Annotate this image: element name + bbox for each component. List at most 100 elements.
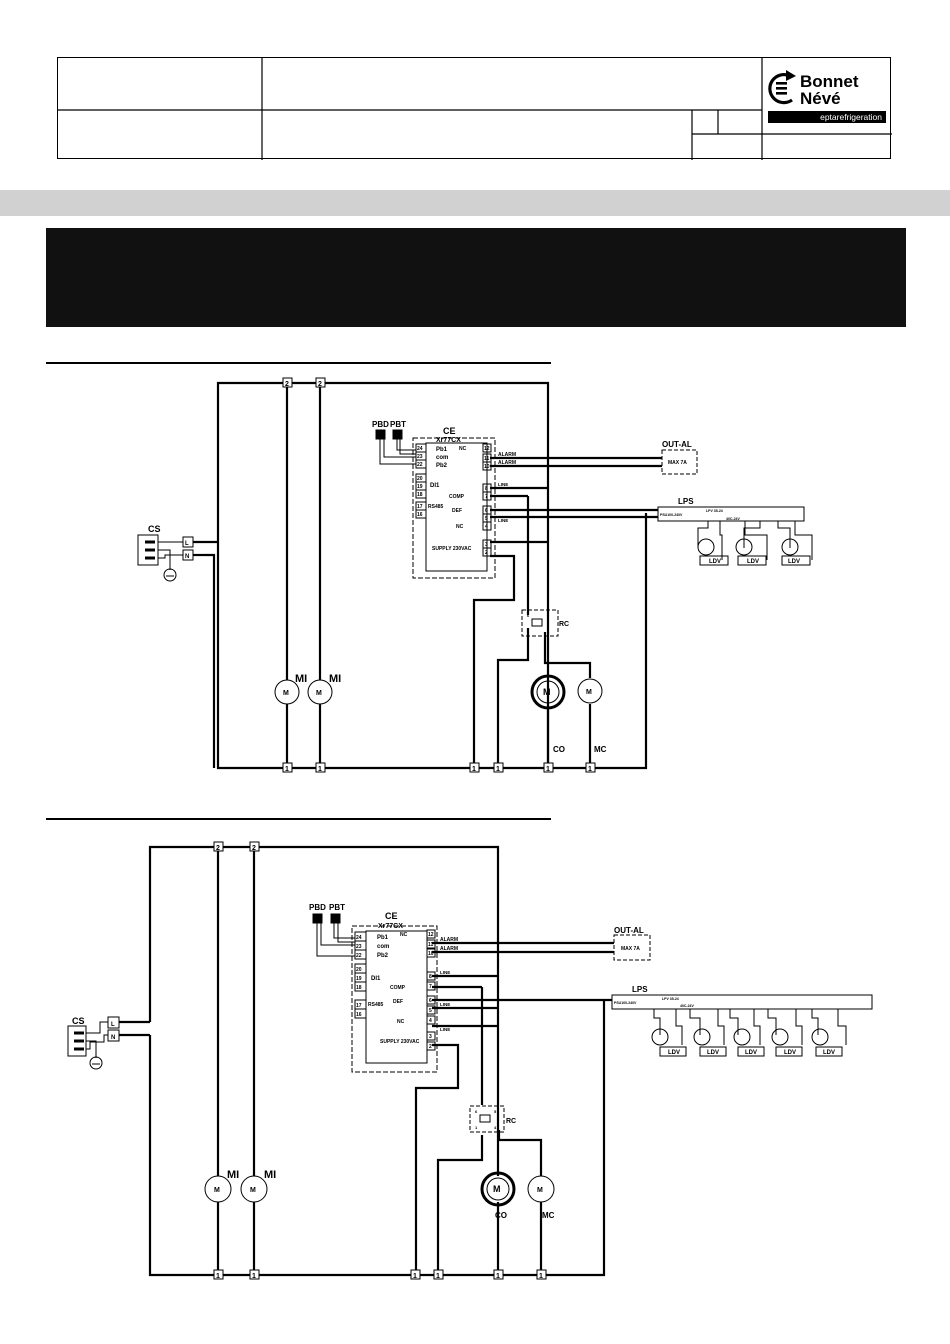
diagram-text: 6 bbox=[485, 508, 488, 514]
section-bar bbox=[0, 190, 950, 216]
diagram-text: 5 bbox=[485, 516, 488, 522]
pbd-label: PBD bbox=[372, 420, 389, 429]
line-label: LINE bbox=[440, 970, 450, 975]
supply-label: SUPPLY 230VAC bbox=[432, 546, 472, 552]
mi-label: MI bbox=[227, 1169, 239, 1181]
terminal-label: 1 bbox=[252, 1273, 256, 1280]
ldv-label: LDV bbox=[823, 1050, 835, 1056]
lps-output: 40C-24V bbox=[680, 1004, 694, 1008]
nc-label: NC bbox=[400, 932, 408, 938]
line-label: LINE bbox=[440, 1002, 450, 1007]
mc-label: MC bbox=[594, 745, 607, 754]
nc-label: NC bbox=[456, 524, 464, 530]
lps-output: 40C-24V bbox=[726, 517, 740, 521]
diagram-text: 2 bbox=[429, 1044, 432, 1050]
wiring-diagram-1: 2 2 1 1 1 1 1 1 CS L N MI MI CE Xr77CX P… bbox=[137, 377, 813, 773]
motor-symbol: M bbox=[214, 1187, 220, 1194]
terminal-label: 1 bbox=[285, 766, 289, 773]
terminal-label: 2 bbox=[318, 381, 322, 388]
com-label: com bbox=[377, 944, 389, 950]
ldv-label: LDV bbox=[745, 1050, 757, 1056]
line-l-label: L bbox=[185, 541, 189, 547]
diagram-text: 17 bbox=[417, 504, 423, 510]
terminal-label: 2 bbox=[252, 845, 256, 852]
nc-label: NC bbox=[459, 446, 467, 452]
diagram-text: 19 bbox=[417, 484, 423, 490]
line-label: LINE bbox=[498, 518, 508, 523]
diagram-text: 22 bbox=[417, 462, 423, 468]
diagram-text: 3 bbox=[485, 542, 488, 548]
diagram-text: 19 bbox=[356, 976, 362, 982]
max7a-label: MAX 7A bbox=[621, 946, 640, 952]
diagram-text: 18 bbox=[356, 985, 362, 991]
supply-label: SUPPLY 230VAC bbox=[380, 1039, 420, 1045]
diagram-text: 3 bbox=[429, 1034, 432, 1040]
ldv-label: LDV bbox=[709, 559, 721, 565]
def-label: DEF bbox=[452, 508, 462, 514]
diagram-text: 7 bbox=[429, 984, 432, 990]
diagram-text: 4 bbox=[547, 629, 550, 634]
diagram-text: 20 bbox=[417, 476, 423, 482]
rs485-label: RS485 bbox=[368, 1002, 384, 1008]
ce-model: Xr77CX bbox=[436, 437, 461, 444]
line-n-label: N bbox=[111, 1035, 115, 1041]
terminal-label: 1 bbox=[588, 766, 592, 773]
com-label: com bbox=[436, 455, 448, 461]
alarm-label: ALARM bbox=[440, 946, 458, 952]
line-n-label: N bbox=[185, 554, 189, 560]
diagram-text: 18 bbox=[417, 492, 423, 498]
mi-label: MI bbox=[329, 673, 341, 685]
rc-label: RC bbox=[506, 1118, 516, 1125]
diagram-text: 4 bbox=[494, 1125, 497, 1130]
terminal-label: 1 bbox=[496, 1273, 500, 1280]
diagram-text: 2 bbox=[485, 550, 488, 556]
logo-mark-icon bbox=[768, 70, 796, 105]
di1-label: DI1 bbox=[371, 976, 381, 982]
mc-label: MC bbox=[542, 1211, 555, 1220]
terminal-label: 1 bbox=[546, 766, 550, 773]
diagram-text: 5 bbox=[429, 1008, 432, 1014]
lps-label: LPS bbox=[678, 497, 694, 506]
pbd-label: PBD bbox=[309, 903, 326, 912]
diagram-text: 10 bbox=[484, 464, 490, 470]
motor-symbol: M bbox=[283, 690, 289, 697]
line-label: LINE bbox=[440, 1027, 450, 1032]
motor-symbol: M bbox=[537, 1187, 543, 1194]
terminal-label: 1 bbox=[318, 766, 322, 773]
diagram-text: 12 bbox=[428, 932, 434, 938]
logo-line-2: Névé bbox=[800, 89, 841, 108]
diagram-text: 8 bbox=[485, 486, 488, 492]
pb2-label: Pb2 bbox=[436, 463, 448, 469]
line-l-label: L bbox=[111, 1022, 115, 1028]
def-label: DEF bbox=[393, 999, 403, 1005]
ldv-label: LDV bbox=[668, 1050, 680, 1056]
diagram-text: 6 bbox=[429, 998, 432, 1004]
pbt-label: PBT bbox=[329, 903, 345, 912]
diagram-text: 12 bbox=[484, 446, 490, 452]
terminal-label: 1 bbox=[496, 766, 500, 773]
ce-label: CE bbox=[443, 426, 456, 436]
diagram-1-rule bbox=[46, 362, 551, 364]
diagram-text: 1 bbox=[475, 1125, 478, 1130]
wiring-diagram-2: 2 2 1 1 1 1 1 1 CS L N MI MI CE Xr77CX P… bbox=[67, 841, 873, 1280]
co-label: CO bbox=[495, 1211, 507, 1220]
diagram-text: 6 bbox=[527, 613, 530, 618]
diagram-text: 10 bbox=[428, 951, 434, 957]
diagram-text: 17 bbox=[356, 1003, 362, 1009]
co-label: CO bbox=[553, 745, 565, 754]
diagram-text: 11 bbox=[428, 942, 434, 948]
motor-symbol: M bbox=[316, 690, 322, 697]
diagram-text: 11 bbox=[484, 456, 490, 462]
bonnet-neve-logo: Bonnet Névé eptarefrigeration bbox=[768, 66, 886, 124]
terminal-label: 1 bbox=[413, 1273, 417, 1280]
diagram-text: 1 bbox=[527, 629, 530, 634]
pbt-label: PBT bbox=[390, 420, 406, 429]
diagram-text: 4 bbox=[429, 1018, 432, 1024]
mi-label: MI bbox=[264, 1169, 276, 1181]
diagram-2-rule bbox=[46, 818, 551, 820]
cs-label: CS bbox=[72, 1016, 85, 1026]
pb1-label: Pb1 bbox=[436, 447, 448, 453]
cs-label: CS bbox=[148, 524, 161, 534]
lps-input: PSU100-240V bbox=[614, 1001, 637, 1005]
comp-label: COMP bbox=[390, 985, 406, 991]
